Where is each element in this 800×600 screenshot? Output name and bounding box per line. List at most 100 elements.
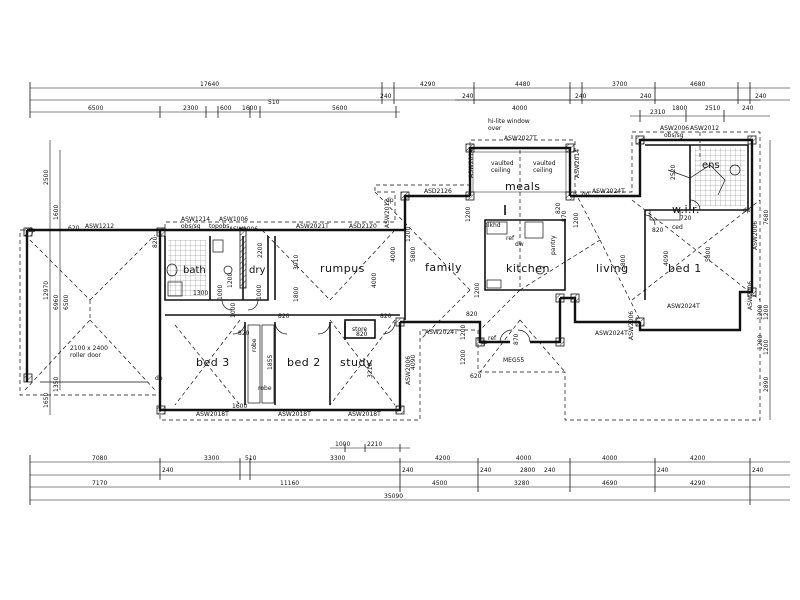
room-bed3: bed 3 [196,356,230,369]
dim-510: 510 [268,99,280,106]
note-obs-2: obs/sg [664,132,684,139]
top-dimensions: 17640 4290 4480 3700 4680 240 240 6500 2… [29,81,790,122]
note-dp-2: dp [155,375,163,382]
room-robe2: robe [258,385,272,392]
dim-1200c: 1200 [460,325,467,340]
interior-walls [159,144,749,410]
dim-240f: 240 [742,105,754,112]
dim-2520: 2520 [670,165,677,180]
dim-1600-l: 1600 [53,205,60,220]
robe-2-frame [261,324,275,404]
win-asw2024t-bed1: ASW2024T [667,303,700,310]
dim-4680: 4680 [690,81,705,88]
fixtures [166,164,741,297]
dim-11160: 11160 [280,480,299,487]
win-asw2006-right2: ASW2006 [747,281,754,310]
roof-outline [19,131,761,421]
dim-1800: 1800 [672,105,687,112]
note-vaulted-1a: vaulted [491,160,514,167]
dim-4200b: 4200 [690,455,705,462]
win-asw2027t: ASW2027T [504,135,537,142]
room-living: living [596,262,629,275]
dim-3210: 3210 [367,363,374,378]
dim-3300a: 3300 [204,455,219,462]
dim-1200-r: 1200 [763,305,770,320]
dim-620b: 620 [470,373,482,380]
dim-7170: 7170 [92,480,107,487]
room-wir: w.i.r. [672,203,700,216]
dim-2210-b: 2210 [367,441,382,448]
win-asd2120: ASD2120 [349,223,377,230]
win-asw2006-top: ASW2006 [660,125,689,132]
room-dry: dry [249,265,265,276]
dim-1200i: 1200 [405,227,412,242]
room-store: store [352,326,367,333]
dim-510-b: 510 [245,455,257,462]
dim-1200g: 1200 [757,305,764,320]
win-asw2012-side: ASW2012 [384,199,391,228]
dim-820e: 820 [466,311,478,318]
dim-5800a: 5800 [410,247,417,262]
dim-2890: 2890 [763,377,770,392]
wall-columns [23,135,757,415]
note-ced: ced [672,224,683,231]
note-dp-3: dp [582,191,590,198]
dim-1200-r2: 1200 [763,340,770,355]
dim-3280: 3280 [514,480,529,487]
note-dp-5: dp [743,207,751,214]
note-ref2: ref [488,335,497,342]
win-asw2014b: ASW2014 [574,149,581,178]
note-vaulted-2b: ceiling [533,167,553,174]
room-family: family [425,261,462,274]
dim-1200b: 1200 [474,283,481,298]
dim-7080: 7080 [92,455,107,462]
dim-6500: 6500 [63,295,70,310]
dim-3300b: 3300 [330,455,345,462]
dim-240a: 240 [380,93,392,100]
win-asw2018t-b: ASW2018T [278,411,311,418]
dim-2310: 2310 [650,109,665,116]
dim-1350: 1350 [53,377,60,392]
dim-240c: 240 [462,93,474,100]
dim-1000a: 1000 [217,285,224,300]
win-asw1214: ASW1214 [181,216,210,223]
note-topobs: topobs [209,223,229,230]
win-asw1006b: ASW1006 [229,226,258,233]
doors [40,199,701,383]
dim-1000b: 1000 [230,303,237,318]
dim-820a: 820 [152,236,159,248]
dim-240d: 240 [575,93,587,100]
ens-tiles [695,148,745,206]
dim-240-b1: 240 [162,467,174,474]
robe-1-frame [247,324,261,404]
dim-820h: 820 [356,331,368,338]
dim-720: 720 [680,215,692,222]
dim-4290-b: 4290 [690,480,705,487]
dim-1855: 1855 [267,355,274,370]
bottom-dimensions: 1000 2210 7080 3300 3300 4200 4000 4000 … [29,441,790,505]
dim-240b: 240 [755,93,767,100]
dim-6960: 6960 [53,295,60,310]
room-ens: ens [702,160,720,171]
note-obs-1: obs/sg [181,223,201,230]
dim-2300: 2300 [183,105,198,112]
win-asw2021t: ASW2021T [296,223,329,230]
win-asw2024t-bot: ASW2024T [595,330,628,337]
note-door-2: roller door [70,352,102,359]
dim-5800c: 5800 [705,247,712,262]
dim-1300: 1300 [193,290,208,297]
note-dp-4: dp [480,339,488,346]
win-asw2006-ens: ASW2006 [628,311,635,340]
inner-dimensions: 2500 1600 12970 6960 6500 1650 1350 7680… [43,140,771,420]
dim-1200h: 1200 [757,335,764,350]
win-asw2024t-top: ASW2024T [592,188,625,195]
dim-2200: 2200 [257,243,264,258]
window-labels: ASW2027T ASW2014 ASW2014 ASD2126 ASW2024… [85,125,759,418]
dim-7680: 7680 [763,210,770,225]
dim-4000a: 4000 [371,273,378,288]
note-door-1: 2100 x 2400 [70,345,108,352]
dim-4000b: 4000 [390,247,397,262]
dim-2800-b: 2800 [520,467,535,474]
dim-5600: 5600 [332,105,347,112]
note-ref: ref [506,235,515,242]
